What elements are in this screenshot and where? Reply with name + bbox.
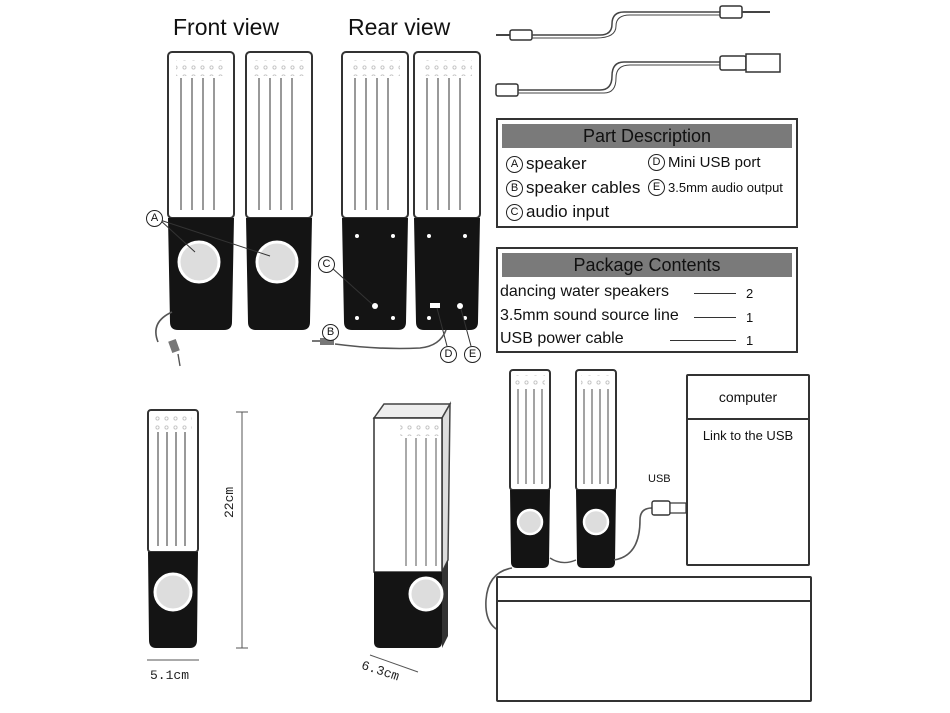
- dimension-speaker: [147, 409, 199, 648]
- computer-title: computer: [688, 376, 808, 420]
- front-view-title: Front view: [173, 14, 280, 40]
- part-letter-d: D: [648, 154, 665, 171]
- part-text-c: audio input: [526, 202, 610, 221]
- audio-cable-illustration: [496, 5, 770, 41]
- callout-e: E: [464, 346, 481, 363]
- part-text-b: speaker cables: [526, 178, 641, 197]
- part-item-c: C audio input: [506, 202, 609, 222]
- callout-a: A: [146, 210, 163, 227]
- package-row-qty-0: 2: [746, 286, 754, 301]
- connection-speaker-left: [509, 369, 551, 568]
- callout-d: D: [440, 346, 457, 363]
- part-description-title: Part Description: [502, 124, 792, 148]
- part-item-e: E 3.5mm audio output: [648, 179, 783, 196]
- computer-box: computer Link to the USB: [686, 374, 810, 566]
- devices-box-header: [498, 578, 810, 602]
- package-contents-title: Package Contents: [502, 253, 792, 277]
- rear-speaker-right: [413, 51, 481, 330]
- usb-label: USB: [648, 473, 671, 485]
- connection-speaker-right: [575, 369, 617, 568]
- width-dimension: 5.1cm: [150, 668, 190, 683]
- part-text-a: speaker: [526, 154, 587, 173]
- height-dimension: 22cm: [222, 486, 237, 518]
- package-row-name-1: 3.5mm sound source line: [500, 307, 679, 324]
- part-item-a: A speaker: [506, 154, 586, 174]
- callout-c: C: [318, 256, 335, 273]
- part-text-d: Mini USB port: [668, 154, 761, 171]
- package-row-leader-1: [694, 317, 736, 318]
- perspective-speaker: [372, 401, 452, 648]
- front-speaker-right: [245, 51, 313, 330]
- package-contents-box: Package Contents dancing water speakers …: [496, 247, 798, 353]
- package-row-name-2: USB power cable: [500, 330, 624, 347]
- part-letter-c: C: [506, 203, 523, 221]
- part-description-box: Part Description A speaker D Mini USB po…: [496, 118, 798, 228]
- usb-cable-illustration: [495, 53, 781, 97]
- part-letter-a: A: [506, 155, 523, 173]
- package-row-name-0: dancing water speakers: [500, 283, 669, 300]
- rear-view-title: Rear view: [348, 14, 451, 40]
- computer-subtitle: Link to the USB: [702, 428, 794, 443]
- devices-box: [496, 576, 812, 702]
- package-row-qty-1: 1: [746, 310, 754, 325]
- part-letter-e: E: [648, 179, 665, 196]
- package-row-qty-2: 1: [746, 333, 754, 348]
- part-item-d: D Mini USB port: [648, 154, 761, 171]
- part-letter-b: B: [506, 179, 523, 197]
- part-text-e: 3.5mm audio output: [668, 180, 783, 195]
- front-speaker-left: [167, 51, 235, 330]
- callout-b: B: [322, 324, 339, 341]
- package-row-leader-0: [694, 293, 736, 294]
- rear-speaker-left: [341, 51, 409, 330]
- part-item-b: B speaker cables: [506, 178, 640, 198]
- package-row-leader-2: [670, 340, 736, 341]
